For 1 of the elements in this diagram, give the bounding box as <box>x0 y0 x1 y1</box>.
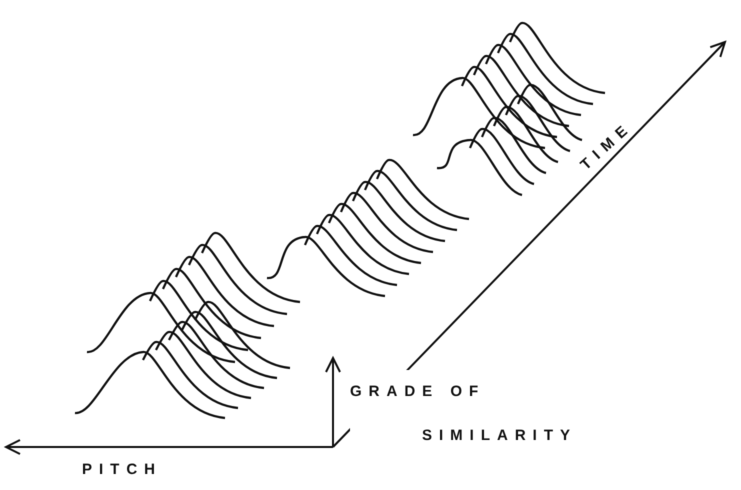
axis-label: PITCH <box>82 460 162 480</box>
